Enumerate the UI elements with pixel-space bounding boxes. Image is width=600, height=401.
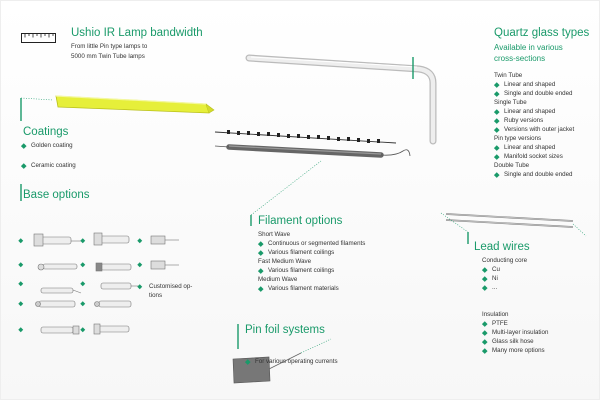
pin-foil-title: Pin foil systems [245, 324, 325, 336]
filament-group-name: Fast Medium Wave [258, 258, 312, 265]
lead-wires [445, 213, 587, 237]
lead-wires-core: Conducting core Cu Ni ... [482, 256, 527, 292]
quartz-item: Single and double ended [494, 89, 574, 98]
lead-wires-core-item: Cu [482, 265, 527, 274]
lead-wires-insulation-item: PTFE [482, 319, 548, 328]
header-line-1: From little Pin type lamps to [71, 43, 148, 50]
lead-wires-insulation-label: Insulation [482, 311, 509, 318]
quartz-item: Versions with outer jacket [494, 125, 574, 134]
base-options-customised: Customised op- tions [149, 283, 193, 299]
lead-wires-core-label: Conducting core [482, 257, 528, 264]
filament-title: Filament options [258, 215, 343, 227]
filament-item: Various filament coilings [258, 266, 365, 275]
quartz-subtitle-2: cross-sections [494, 54, 546, 63]
base-option-thumbnails [33, 232, 179, 335]
lead-wires-insulation-item: Glass silk hose [482, 337, 548, 346]
lead-wires-title: Lead wires [474, 241, 530, 253]
filament-groups: Short Wave Continuous or segmented filam… [258, 230, 365, 293]
quartz-group-name: Pin type versions [494, 135, 542, 142]
quartz-item: Linear and shaped [494, 107, 574, 116]
quartz-subtitle-1: Available in various [494, 43, 563, 52]
coatings-item: Golden coating [21, 141, 600, 150]
quartz-groups: Twin Tube Linear and shaped Single and d… [494, 71, 574, 179]
coatings-item: Ceramic coating [21, 161, 600, 170]
coatings-title: Coatings [23, 126, 69, 138]
header-title: Ushio IR Lamp bandwidth [71, 27, 203, 39]
filament-item: Continuous or segmented filaments [258, 239, 365, 248]
pin-foil-item: For various operating currents [245, 357, 600, 366]
lead-wires-insulation-item: Many more options [482, 346, 548, 355]
quartz-item: Linear and shaped [494, 80, 574, 89]
quartz-tube [245, 54, 437, 145]
quartz-item: Linear and shaped [494, 143, 574, 152]
lead-wires-insulation-item: Multi-layer insulation [482, 328, 548, 337]
quartz-item: Ruby versions [494, 116, 574, 125]
filament-group-name: Medium Wave [258, 276, 298, 283]
base-options-title: Base options [23, 189, 90, 201]
header-line-2: 5000 mm Twin Tube lamps [71, 53, 145, 60]
quartz-item: Single and double ended [494, 170, 574, 179]
coated-tube [55, 95, 215, 114]
lead-wires-core-item: Ni [482, 274, 527, 283]
quartz-group-name: Single Tube [494, 99, 527, 106]
quartz-item: Manifold socket sizes [494, 152, 574, 161]
quartz-group-name: Twin Tube [494, 72, 523, 79]
filament-item: Various filament materials [258, 284, 365, 293]
quartz-title: Quartz glass types [494, 27, 590, 39]
lead-wires-core-item: ... [482, 283, 527, 292]
ruler-icon [21, 33, 56, 43]
lead-wires-insulation: Insulation PTFE Multi-layer insulation G… [482, 310, 548, 355]
quartz-group-name: Double Tube [494, 162, 530, 169]
filament-group-name: Short Wave [258, 231, 291, 238]
filament-item: Various filament coilings [258, 248, 365, 257]
